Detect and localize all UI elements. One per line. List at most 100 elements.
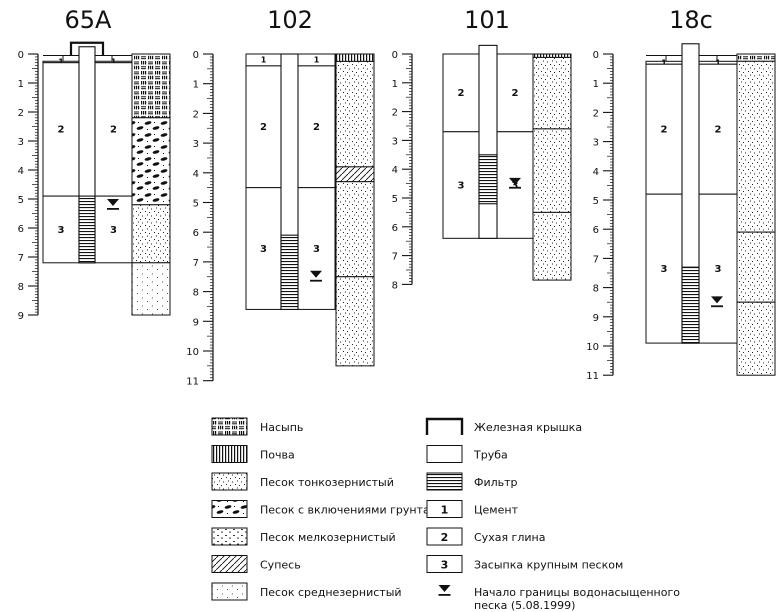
legend-swatch-sand-soil [211,500,248,518]
depth-tick-label: 3 [593,138,599,149]
column-zone-label: 2 [458,88,465,99]
column-zone-label: 1 [314,56,320,65]
lithology-column [131,53,171,316]
lithology-sand-fine [532,56,572,130]
depth-tick-label: 8 [193,288,199,299]
water-line [509,186,521,189]
depth-tick-label: 0 [193,50,199,61]
legend-number-box [426,555,463,573]
column-zone-label: 2 [313,122,320,133]
column-zone-label: 3 [512,180,519,191]
depth-tick-label: 4 [593,167,599,178]
depth-tick-label: 9 [18,311,24,322]
depth-tick-label: 4 [392,165,398,176]
depth-tick-label: 10 [586,342,599,353]
legend-label: Супесь [260,559,301,572]
column-zone-label: 3 [260,244,267,255]
water-level-marker [509,177,521,189]
lithology-sand-fine [335,276,375,367]
legend-water-level-icon [438,585,451,596]
depth-tick-label: 6 [193,228,199,239]
column-zone-label: 1 [715,58,721,67]
legend-label: Труба [473,449,508,462]
legend-label: Железная крышка [474,421,582,434]
column-zone-label: 3 [661,264,668,275]
depth-tick-label: 2 [593,108,599,119]
lithology-sand-soil [131,117,171,206]
legend-pipe-icon [426,445,463,463]
water-level-marker [711,296,723,308]
depth-tick-label: 4 [18,166,24,177]
well-title: 65A [65,6,113,34]
depth-tick-label: 1 [18,79,24,90]
lithology-sand-fine [131,204,171,264]
legend-swatch-sand-finegrain [211,527,248,546]
legend-swatch-sandy-loam [211,555,248,573]
lithology-sand-fine [335,60,375,168]
column-zone-label: 2 [512,88,519,99]
depth-tick-label: 8 [593,284,599,295]
legend-label: Фильтр [474,476,518,489]
depth-tick-label: 0 [593,50,599,61]
water-line [438,594,451,596]
depth-tick-label: 5 [18,195,24,206]
legend-label: Песок среднезернистый [260,586,402,599]
depth-tick-label: 11 [586,371,599,382]
depth-tick-label: 11 [186,377,199,388]
water-triangle [509,177,521,185]
depth-tick-label: 5 [392,194,398,205]
column-zone-label: 2 [58,125,65,136]
legend-label: Насыпь [260,421,303,434]
legend-label: Цемент [474,504,519,517]
lithology-sandy-loam [335,166,375,183]
depth-tick-label: 3 [18,137,24,148]
depth-tick-label: 0 [18,50,24,61]
legend-label: Начало границы водонасыщенного [474,586,680,599]
depth-tick-label: 8 [18,282,24,293]
column-zone-label: 3 [110,225,117,236]
legend-swatch-sand-medium [211,582,248,601]
lithology-fill [736,53,776,62]
column-zone-label: 1 [261,56,267,65]
depth-tick-label: 8 [392,280,398,291]
filter [681,266,700,344]
legend-swatch-fill [211,417,248,436]
depth-tick-label: 1 [193,80,199,91]
lithology-sand-medium [131,262,171,316]
depth-tick-label: 7 [193,258,199,269]
legend-number: 3 [441,559,449,572]
legend-label-continued: песка (5.08.1999) [474,599,575,612]
depth-tick-label: 10 [186,347,199,358]
column-zone-label: 1 [111,58,117,67]
legend-label: Песок мелкозернистый [260,531,396,544]
well-title: 101 [464,6,510,34]
water-triangle [310,270,322,278]
lithology-sand-fine [736,301,776,376]
depth-tick-label: 6 [593,225,599,236]
well-title: 18c [669,6,713,34]
filter [478,154,498,205]
legend-number-box [426,527,463,546]
legend-filter-icon [426,472,463,491]
lithology-soil [335,53,375,62]
depth-tick-label: 3 [193,139,199,150]
legend-swatch-sand-fine [211,472,248,491]
lithology-sand-fine [736,231,776,303]
depth-tick-label: 0 [392,50,398,61]
depth-tick-label: 7 [593,254,599,265]
water-level-marker [310,270,322,282]
legend-number-box [426,500,463,518]
depth-tick-label: 9 [193,317,199,328]
column-zone-label: 3 [313,244,320,255]
depth-tick-label: 7 [392,252,398,263]
